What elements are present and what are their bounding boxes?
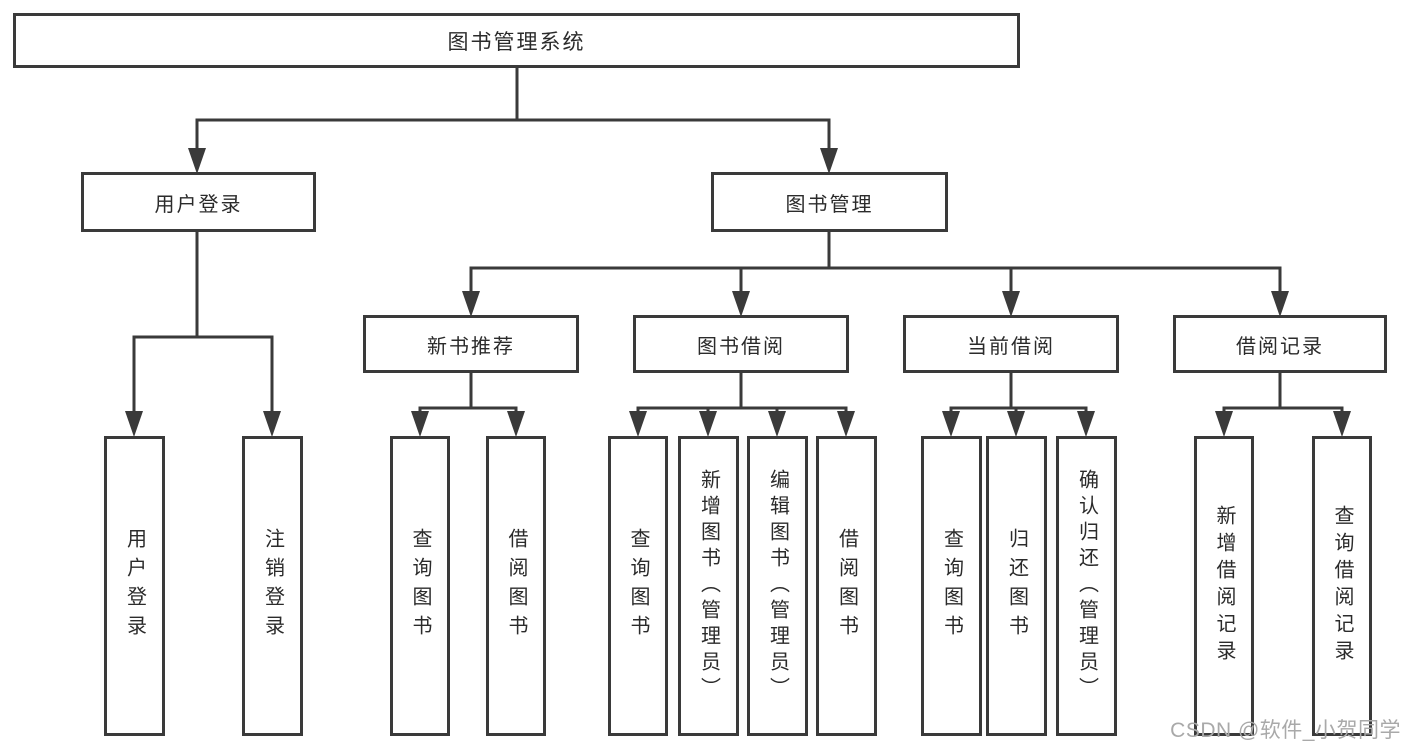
arrow-leaf-add-book	[699, 411, 717, 437]
node-book-management: 图书管理	[711, 172, 948, 232]
node-edit-book-admin: 编辑图书（管理员）	[747, 436, 808, 736]
node-book-borrowing: 图书借阅	[633, 315, 849, 373]
node-query-books-2: 查询图书	[608, 436, 668, 736]
connector-new-book-branch	[418, 406, 518, 414]
arrow-leaf-logout	[263, 411, 281, 437]
node-new-book-recommendation: 新书推荐	[363, 315, 579, 373]
node-current-borrowing: 当前借阅	[903, 315, 1119, 373]
node-borrow-records: 借阅记录	[1173, 315, 1387, 373]
arrow-to-book-mgmt	[820, 148, 838, 174]
node-user-login: 用户登录	[81, 172, 316, 232]
node-borrow-book-2: 借阅图书	[816, 436, 877, 736]
arrow-to-user-login	[188, 148, 206, 174]
arrow-to-borrowing	[732, 291, 750, 317]
node-query-books-3: 查询图书	[921, 436, 982, 736]
node-query-books-1: 查询图书	[390, 436, 450, 736]
arrow-leaf-borrow-book-2	[837, 411, 855, 437]
node-add-borrow-record: 新增借阅记录	[1194, 436, 1254, 736]
node-user-login-leaf: 用户登录	[104, 436, 165, 736]
node-confirm-return-admin: 确认归还（管理员）	[1056, 436, 1117, 736]
node-logout: 注销登录	[242, 436, 303, 736]
connector-current-branch	[949, 406, 1088, 414]
node-query-borrow-record: 查询借阅记录	[1312, 436, 1372, 736]
arrow-to-current	[1002, 291, 1020, 317]
arrow-leaf-return-book	[1007, 411, 1025, 437]
node-add-book-admin: 新增图书（管理员）	[678, 436, 739, 736]
connector-root-branch	[195, 118, 831, 150]
node-return-book: 归还图书	[986, 436, 1047, 736]
connector-borrowing-branch	[636, 406, 848, 414]
arrow-to-new-book	[462, 291, 480, 317]
arrow-leaf-user-login	[125, 411, 143, 437]
connector-user-login-branch	[132, 335, 274, 413]
arrow-leaf-query-record	[1333, 411, 1351, 437]
csdn-watermark: CSDN @软件_小贺同学	[1170, 719, 1401, 742]
arrow-leaf-add-record	[1215, 411, 1233, 437]
connector-records-branch	[1222, 406, 1344, 414]
arrow-leaf-query-books-3	[942, 411, 960, 437]
arrow-leaf-query-books-1	[411, 411, 429, 437]
connector-book-mgmt-branch	[469, 266, 1282, 293]
arrow-leaf-edit-book	[768, 411, 786, 437]
arrow-to-records	[1271, 291, 1289, 317]
arrow-leaf-confirm-return	[1077, 411, 1095, 437]
node-borrow-book-1: 借阅图书	[486, 436, 546, 736]
arrow-leaf-query-books-2	[629, 411, 647, 437]
arrow-leaf-borrow-book-1	[507, 411, 525, 437]
node-library-management-system: 图书管理系统	[13, 13, 1020, 68]
